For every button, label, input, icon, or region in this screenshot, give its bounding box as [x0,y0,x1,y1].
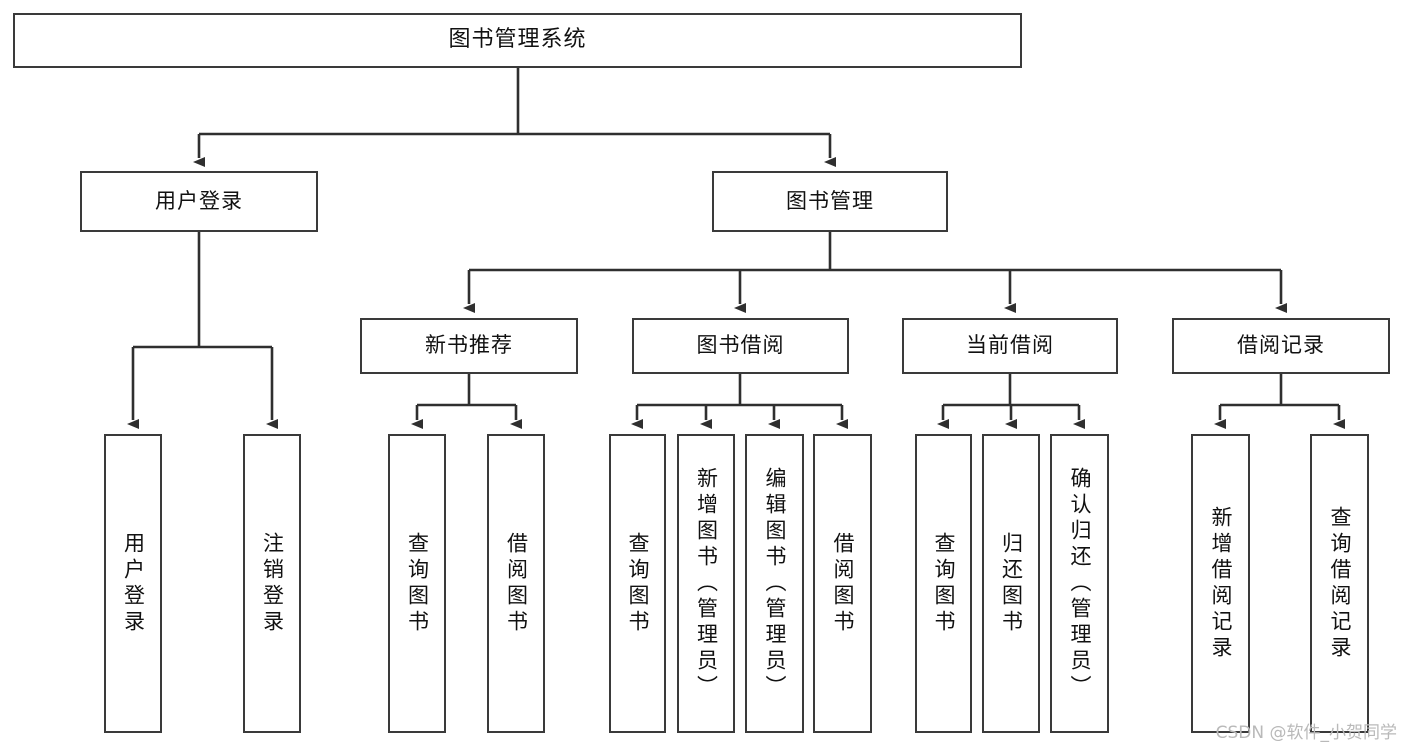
leaf-query-borrow-record[interactable]: 查询借阅记录 [1310,434,1369,733]
node-book-management[interactable]: 图书管理 [712,171,948,232]
leaf-label: 借阅图书 [504,531,529,636]
node-current-borrow[interactable]: 当前借阅 [902,318,1118,374]
leaf-return-book[interactable]: 归还图书 [982,434,1040,733]
leaf-label: 查询图书 [405,531,430,636]
leaf-borrow-book-newbook[interactable]: 借阅图书 [487,434,545,733]
leaf-logout-login[interactable]: 注销登录 [243,434,301,733]
leaf-borrow-book[interactable]: 借阅图书 [813,434,872,733]
leaf-label: 查询借阅记录 [1328,505,1353,662]
node-book-borrow[interactable]: 图书借阅 [632,318,849,374]
node-root-system[interactable]: 图书管理系统 [13,13,1022,68]
leaf-query-book-borrow[interactable]: 查询图书 [609,434,666,733]
leaf-label: 查询图书 [626,531,651,636]
leaf-label: 借阅图书 [831,531,856,636]
leaf-label: 新增图书（管理员） [694,466,719,701]
leaf-label: 新增借阅记录 [1209,505,1234,662]
leaf-label: 编辑图书（管理员） [763,466,788,701]
leaf-label: 用户登录 [121,531,146,636]
leaf-label: 确认归还（管理员） [1068,466,1093,701]
leaf-confirm-return-admin[interactable]: 确认归还（管理员） [1050,434,1109,733]
node-user-login[interactable]: 用户登录 [80,171,318,232]
node-borrow-record[interactable]: 借阅记录 [1172,318,1390,374]
leaf-user-login[interactable]: 用户登录 [104,434,162,733]
watermark-text: CSDN @软件_小贺同学 [1215,723,1397,743]
leaf-add-book-admin[interactable]: 新增图书（管理员） [677,434,735,733]
node-new-book-recommend[interactable]: 新书推荐 [360,318,578,374]
leaf-label: 注销登录 [260,531,285,636]
leaf-add-borrow-record[interactable]: 新增借阅记录 [1191,434,1250,733]
leaf-label: 归还图书 [999,531,1024,636]
leaf-query-book-newbook[interactable]: 查询图书 [388,434,446,733]
leaf-label: 查询图书 [932,531,957,636]
leaf-query-book-current[interactable]: 查询图书 [915,434,972,733]
leaf-edit-book-admin[interactable]: 编辑图书（管理员） [745,434,804,733]
